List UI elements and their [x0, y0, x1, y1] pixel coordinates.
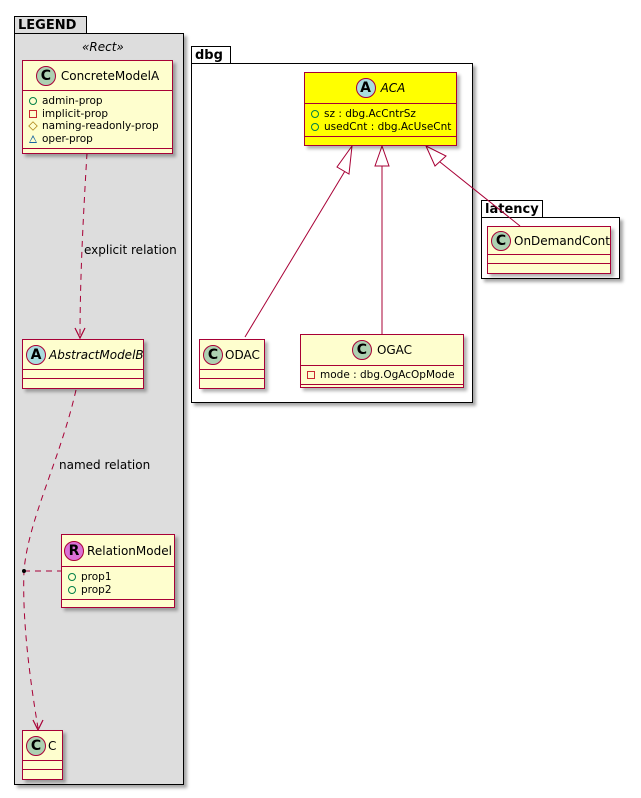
attribute-row: prop2 — [68, 584, 168, 597]
class-abstract-model-b[interactable]: A AbstractModelB — [22, 339, 144, 389]
class-name: OnDemandCont — [514, 233, 610, 248]
dbg-package-tab: dbg — [191, 46, 231, 63]
class-badge-icon: C — [351, 340, 372, 360]
class-name: ConcreteModelA — [60, 68, 160, 83]
attribute-row: implicit-prop — [29, 108, 166, 121]
public-visibility-icon — [68, 585, 76, 594]
abstract-badge-icon: A — [355, 78, 376, 98]
relation-badge-icon: R — [64, 540, 85, 561]
class-badge-icon: C — [26, 735, 46, 756]
public-visibility-icon — [29, 97, 37, 106]
legend-package-tab: LEGEND — [14, 16, 87, 33]
class-badge-icon: C — [203, 344, 223, 365]
class-name: RelationModel — [87, 543, 172, 558]
abstract-badge-icon: A — [26, 344, 46, 365]
class-name: C — [48, 738, 57, 753]
public-visibility-icon — [68, 573, 76, 582]
attribute-row: mode : dbg.OgAcOpMode — [307, 369, 457, 382]
package-visibility-icon — [29, 134, 37, 143]
attribute-row: admin-prop — [29, 95, 166, 108]
attribute-row: usedCnt : dbg.AcUseCnt — [311, 121, 451, 134]
protected-visibility-icon — [28, 121, 38, 132]
class-on-demand-cont[interactable]: C OnDemandCont — [487, 226, 611, 274]
attribute-row: sz : dbg.AcCntrSz — [311, 108, 450, 121]
class-name: OGAC — [376, 343, 413, 357]
class-odac[interactable]: C ODAC — [199, 339, 265, 389]
class-c[interactable]: C C — [22, 730, 63, 780]
latency-package-tab: latency — [481, 200, 543, 217]
attribute-row: naming-readonly-prop — [28, 120, 166, 133]
class-name: ACA — [380, 81, 406, 95]
class-concrete-model-a[interactable]: C ConcreteModelA admin-prop implicit-pro… — [22, 60, 173, 154]
class-badge-icon: C — [35, 65, 56, 86]
attribute-row: oper-prop — [29, 133, 166, 146]
class-name: AbstractModelB — [49, 347, 144, 362]
legend-stereotype: «Rect» — [82, 40, 124, 54]
private-visibility-icon — [29, 109, 37, 118]
class-relation-model[interactable]: R RelationModel prop1 prop2 — [61, 534, 175, 608]
class-aca[interactable]: A ACA sz : dbg.AcCntrSz usedCnt : dbg.Ac… — [304, 72, 457, 146]
attribute-row: prop1 — [68, 571, 168, 584]
class-badge-icon: C — [491, 230, 511, 251]
named-relation-label: named relation — [59, 458, 151, 472]
explicit-relation-label: explicit relation — [84, 243, 177, 257]
public-visibility-icon — [311, 110, 319, 119]
private-visibility-icon — [307, 371, 315, 380]
class-ogac[interactable]: C OGAC mode : dbg.OgAcOpMode — [300, 334, 464, 388]
class-name: ODAC — [225, 347, 260, 362]
public-visibility-icon — [311, 122, 319, 131]
